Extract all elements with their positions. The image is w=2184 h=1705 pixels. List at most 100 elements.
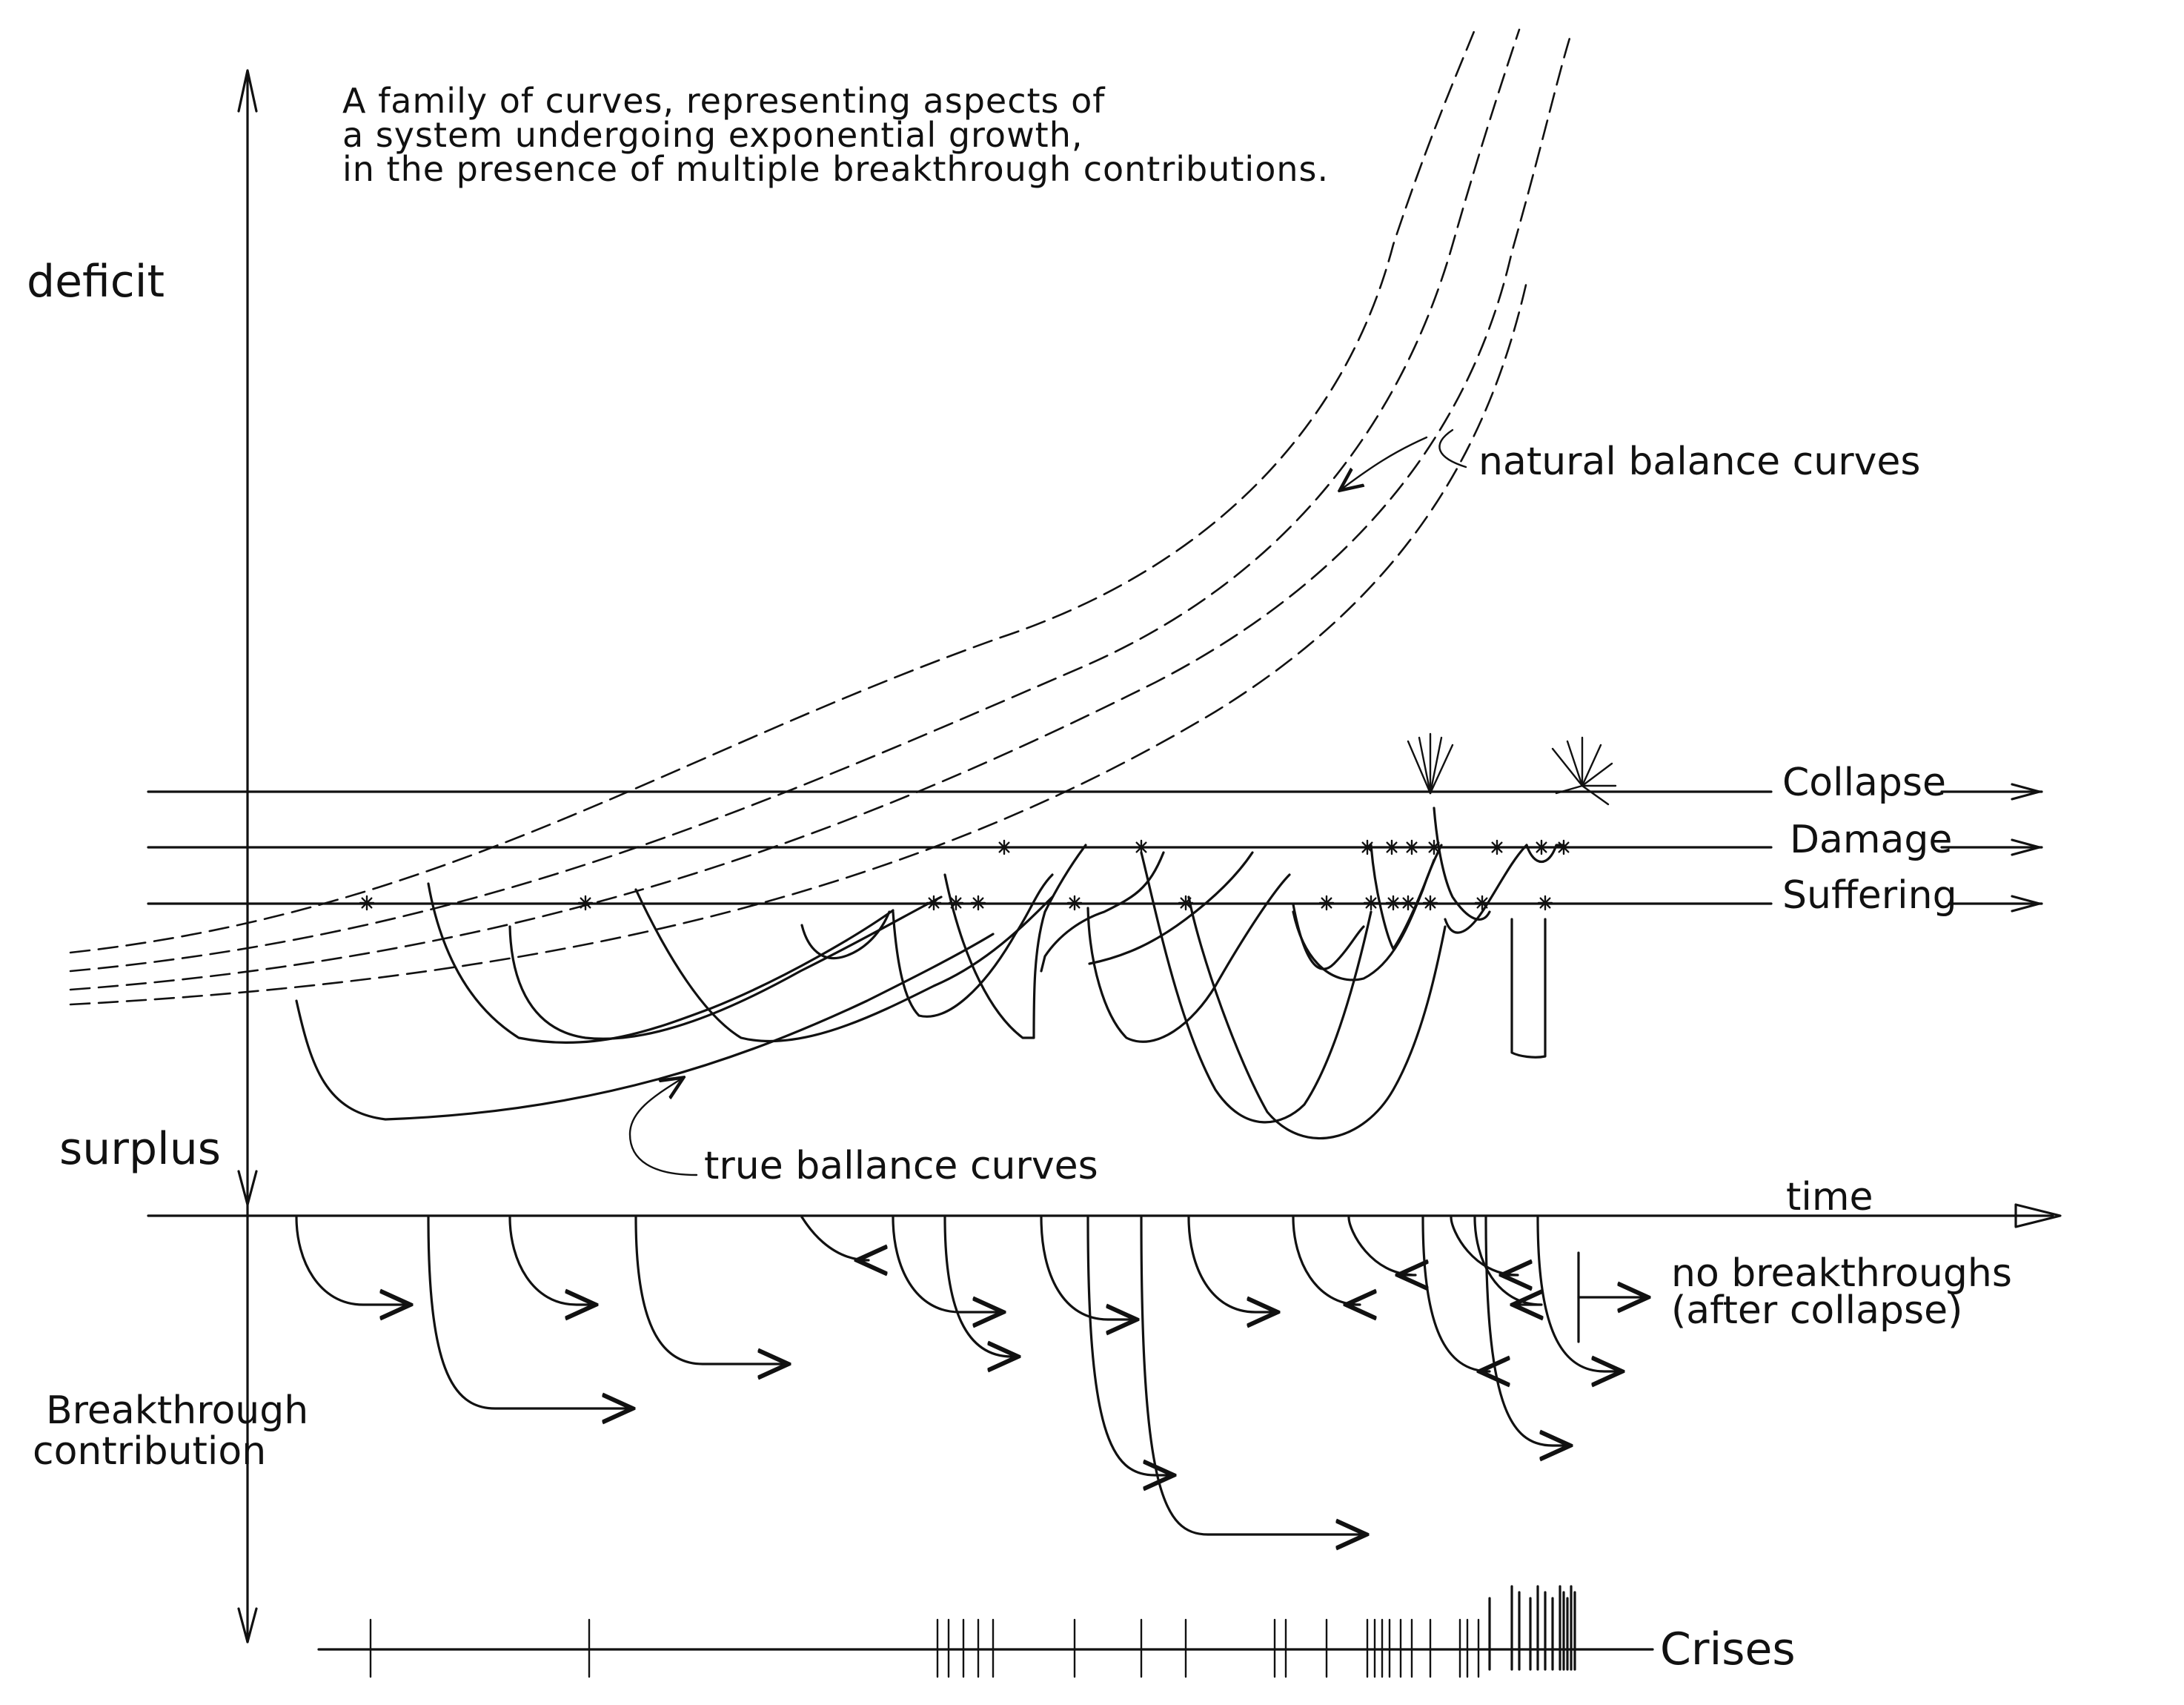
surplus-label: surplus <box>59 1123 221 1175</box>
breakthrough-arrow <box>1140 1216 1364 1534</box>
natural-label-bracket <box>1438 428 1467 469</box>
breakthrough-arrow <box>1484 1216 1567 1446</box>
natural-curve-2 <box>69 28 1521 973</box>
breakthrough-arrow <box>892 1216 1000 1312</box>
crisis-markers <box>359 839 1572 911</box>
true-curve-9 <box>1086 873 1291 1043</box>
true-curve-11 <box>1088 851 1254 965</box>
title-line-1: A family of curves, representing aspects… <box>342 81 1106 121</box>
true-curve-13 <box>1292 903 1365 970</box>
time-axis-arrow <box>2014 1203 2062 1228</box>
natural-label-pointer <box>1341 436 1428 489</box>
title-block: A family of curves, representing aspects… <box>342 81 1329 189</box>
breakthrough-arrow <box>943 1216 1015 1357</box>
natural-curve-3 <box>69 32 1573 991</box>
crisis-star <box>970 895 986 911</box>
breakthrough-arrow <box>508 1216 593 1305</box>
true-curve-15 <box>1370 844 1435 950</box>
true-curve-12 <box>1187 895 1447 1139</box>
breakthrough-arrow <box>1347 1216 1415 1275</box>
true-curve-1 <box>295 933 995 1121</box>
time-label: time <box>1786 1175 1873 1219</box>
threshold-lines <box>147 783 2043 913</box>
crisis-star <box>1385 895 1401 911</box>
crisis-star <box>1318 895 1335 911</box>
damage-arrowhead <box>2011 838 2041 856</box>
collapse-label: Collapse <box>1782 761 1946 805</box>
crisis-star <box>1474 895 1490 911</box>
breakthrough-arrow <box>1473 1216 1541 1305</box>
true-curve-2 <box>427 882 894 1044</box>
true-curve-18 <box>1510 918 1547 1059</box>
crisis-star <box>1426 839 1442 855</box>
true-balance-label: true ballance curves <box>704 1144 1098 1188</box>
crisis-star <box>577 895 594 911</box>
crisis-star <box>926 895 942 911</box>
crisis-star <box>948 895 964 911</box>
crisis-star <box>1359 839 1375 855</box>
breakthrough-arrow <box>1292 1216 1360 1305</box>
true-curve-3 <box>508 895 943 1040</box>
title-line-3: in the presence of multiple breakthrough… <box>342 149 1329 189</box>
true-curve-17 <box>1444 844 1528 934</box>
true-curve-4 <box>634 888 1054 1043</box>
true-curve-6 <box>892 873 1054 1018</box>
no-breakthroughs-label-1: no breakthroughs <box>1671 1251 2012 1296</box>
axes <box>147 69 2062 1643</box>
true-curve-10 <box>1140 851 1373 1124</box>
breakthrough-arrow <box>1040 1216 1134 1320</box>
damage-label: Damage <box>1790 818 1952 862</box>
crisis-star <box>1489 839 1505 855</box>
crises-ticks <box>369 1585 1576 1678</box>
crisis-star <box>1533 839 1550 855</box>
true-balance-pointer <box>628 1079 698 1176</box>
suffering-arrowhead <box>2011 895 2041 913</box>
natural-balance-label: natural balance curves <box>1478 440 1920 484</box>
breakthrough-arrow <box>1536 1216 1619 1371</box>
crisis-star <box>1363 895 1379 911</box>
surplus-arrow <box>237 1170 258 1206</box>
collapse-arrowhead <box>2011 783 2041 801</box>
true-curve-14 <box>1292 844 1443 981</box>
crisis-star <box>359 895 375 911</box>
breakthrough-arrow <box>1086 1216 1171 1475</box>
vertical-axis-down-arrow <box>237 1607 258 1643</box>
breakthrough-arrows <box>295 1216 1619 1534</box>
breakthrough-arrow <box>1450 1216 1518 1275</box>
natural-curve-1 <box>69 28 1476 954</box>
breakthrough-arrow <box>634 1216 786 1364</box>
breakthrough-arrow <box>427 1216 630 1408</box>
collapse-burst-2 <box>1551 736 1617 806</box>
breakthrough-arrow <box>1187 1216 1275 1312</box>
crisis-star <box>1404 839 1420 855</box>
natural-balance-curves <box>69 28 1573 1006</box>
title-line-2: a system undergoing exponential growth, <box>342 115 1083 155</box>
no-breakthroughs-label-2: (after collapse) <box>1671 1288 1962 1333</box>
deficit-label: deficit <box>27 256 165 308</box>
crisis-star <box>1537 895 1553 911</box>
crisis-star <box>1422 895 1438 911</box>
crisis-star <box>1178 895 1194 911</box>
crisis-star <box>1400 895 1416 911</box>
true-curve-7 <box>943 844 1087 1039</box>
crisis-star <box>1384 839 1400 855</box>
vertical-axis-up-arrow <box>237 69 258 113</box>
breakthrough-arrow <box>1421 1216 1490 1371</box>
breakthrough-arrow <box>800 1216 869 1260</box>
true-curve-16 <box>1433 807 1491 921</box>
natural-curve-4 <box>69 280 1528 1006</box>
breakthrough-arrow <box>295 1216 408 1305</box>
crisis-star <box>1556 839 1572 855</box>
true-curve-5 <box>800 910 891 960</box>
true-balance-curves <box>295 807 1565 1139</box>
crises-label: Crises <box>1660 1623 1796 1675</box>
breakthrough-label-line-2: contribution <box>33 1429 266 1474</box>
breakthrough-label-line-1: Breakthrough <box>46 1388 308 1433</box>
crisis-star <box>1133 839 1149 855</box>
suffering-label: Suffering <box>1782 873 1957 918</box>
collapse-burst-1 <box>1407 732 1454 795</box>
crisis-star <box>996 839 1012 855</box>
true-curve-19 <box>1525 844 1565 864</box>
crisis-star <box>1066 895 1083 911</box>
